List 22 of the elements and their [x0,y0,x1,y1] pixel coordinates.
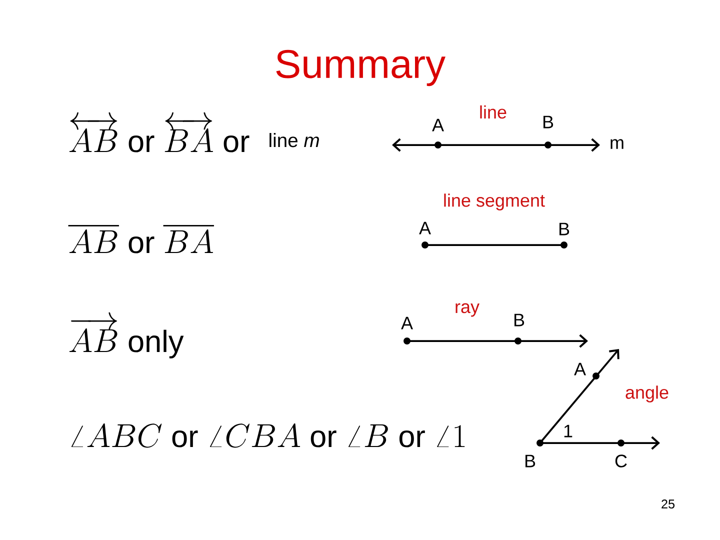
point-label: B [544,116,554,128]
notation-formula: $\angle ABC\mathrm{\ or\ }\angle CBA\mathrm{\ or\ }\angle B\mathrm{\ or\ }\angle 1$ [71,423,465,448]
notation-formula: $\overleftrightarrow{AB}\mathrm{\ or\ }\overleftrightarrow{BA}\mathrm{\ or}$ [69,112,250,152]
point-label: A [401,316,413,330]
figure-caption: ray [456,303,480,317]
angle-number: 1 [564,424,572,438]
point-label: A [419,222,431,234]
notation-formula: $\overline{AB}\mathrm{\ or\ }\overline{BA}$ [68,226,214,254]
point-label: A [432,118,444,132]
point-label: A [574,362,586,376]
point-label: B [514,314,524,326]
line-name: m [610,139,624,149]
figure-caption: line segment [444,194,545,210]
point-label: B [526,454,536,468]
notation-formula: $\overrightarrow{AB}\mathrm{\ only}$ [69,312,184,358]
page-number: 25 [662,500,675,508]
title: Summary [276,50,446,86]
figure-caption: line [480,105,506,119]
point-label: C [615,454,627,468]
notation-text: line m [270,133,319,148]
figure-caption: angle [626,386,668,402]
point-label: B [560,222,570,236]
